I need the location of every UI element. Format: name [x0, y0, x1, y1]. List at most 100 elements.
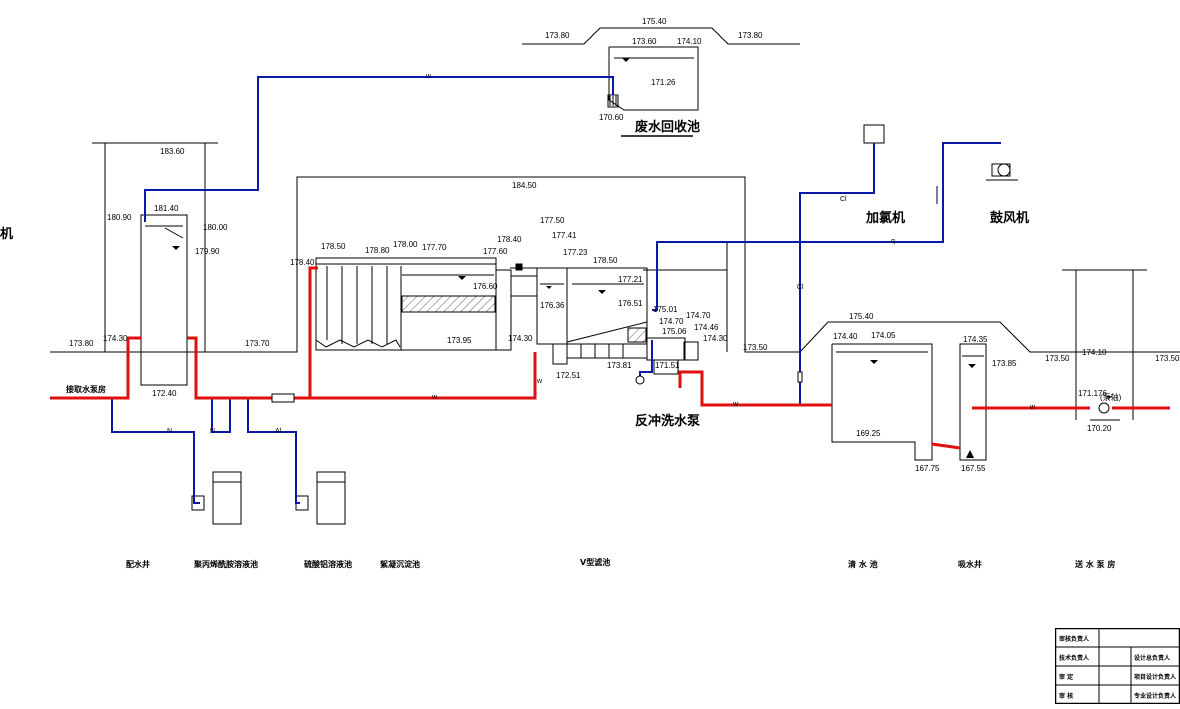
elev-label: 178.40	[497, 235, 522, 244]
chlorinator-label: 加氯机	[866, 211, 906, 226]
caption-clear-water: 清 水 池	[848, 560, 878, 569]
elev-label: 178.50	[321, 242, 346, 251]
left-cut-label: 机	[0, 227, 14, 242]
elev-label: 177.60	[483, 247, 508, 256]
elev-label: 173.95	[447, 336, 472, 345]
elev-label: 172.51	[556, 371, 581, 380]
elev-label: 172.40	[152, 389, 177, 398]
elev-label: 178.80	[365, 246, 390, 255]
elev-label: 167.75	[915, 464, 940, 473]
caption-alum-tank: 硫酸铝溶液池	[304, 560, 352, 569]
elev-label: 178.50	[593, 256, 618, 265]
title-cell: 审核负责人	[1059, 636, 1090, 643]
elev-label: 173.70	[245, 339, 270, 348]
elev-label: 178.40	[290, 258, 315, 267]
elev-label: 173.80	[69, 339, 94, 348]
elev-label: 177.70	[422, 243, 447, 252]
v-filter	[536, 241, 728, 375]
flow-mark: N	[167, 428, 173, 435]
title-block: 审核负责人 技术负责人 设计总负责人 审 定 项目设计负责人 审 核 专业设计负…	[1055, 628, 1180, 704]
title-cell: 专业设计负责人	[1134, 693, 1177, 700]
settling-tank	[315, 257, 545, 351]
flow-mark: N	[210, 428, 216, 435]
red-pipeline	[50, 266, 1170, 450]
title-cell: 项目设计负责人	[1134, 674, 1177, 681]
elev-label: 177.50	[540, 216, 565, 225]
elev-label: 171.51	[655, 361, 680, 370]
elev-label: 170.20	[1087, 424, 1112, 433]
elev-label: 174.35	[963, 335, 988, 344]
elev-label: 180.00	[203, 223, 228, 232]
waste-pool-label: 废水回收池	[635, 120, 701, 135]
elev-label: 177.41	[552, 231, 577, 240]
title-cell: 审 定	[1059, 674, 1074, 681]
pump-axis-note: (泵轴)	[1100, 393, 1122, 402]
elev-label: 173.80	[738, 31, 763, 40]
elev-label: 174.30	[508, 334, 533, 343]
elev-label: 173.85	[992, 359, 1017, 368]
elev-label: 167.55	[961, 464, 986, 473]
elev-label: 169.25	[856, 429, 881, 438]
elev-label: 174.70	[659, 317, 684, 326]
blue-pipelines	[111, 76, 1001, 504]
caption-delivery-pump: 送 水 泵 房	[1075, 560, 1116, 569]
elev-label: 176.36	[540, 301, 565, 310]
backwash-pump-label: 反冲洗水泵	[635, 414, 701, 429]
title-cell: 设计总负责人	[1134, 655, 1171, 662]
elev-label: 174.70	[686, 311, 711, 320]
elev-label: 171.176	[1078, 389, 1107, 398]
flow-mark: q	[891, 238, 895, 245]
elev-label: 177.21	[618, 275, 643, 284]
flow-mark: w	[733, 401, 739, 408]
caption-pac-tank: 聚丙烯酰胺溶液池	[194, 560, 258, 569]
water-level-marks	[172, 58, 1112, 458]
elev-label: 174.46	[694, 323, 719, 332]
elev-label: 173.50	[1045, 354, 1070, 363]
flow-mark: w	[432, 394, 438, 401]
valve-icon	[797, 371, 803, 383]
caption-suction-well: 吸水井	[958, 560, 982, 569]
clear-water-pool	[831, 343, 987, 461]
elev-label: 171.26	[651, 78, 676, 87]
flow-mark: Al	[275, 428, 282, 435]
elev-label: 179.90	[195, 247, 220, 256]
elev-label: 178.00	[393, 240, 418, 249]
elev-label: 180.90	[107, 213, 132, 222]
distribution-well	[104, 143, 206, 386]
delivery-pump-house	[1075, 270, 1134, 421]
backwash-pump-icon	[635, 375, 645, 385]
elev-label: 177.23	[563, 248, 588, 257]
blower-label: 鼓风机	[990, 211, 1030, 226]
elev-label: 173.60	[632, 37, 657, 46]
caption-distribution-well: 配水井	[126, 560, 150, 569]
flow-meter	[271, 393, 295, 403]
elev-label: 175.40	[849, 312, 874, 321]
flow-mark: w	[426, 73, 432, 80]
elev-label: 174.30	[103, 334, 128, 343]
elev-label: 175.40	[642, 17, 667, 26]
elev-label: 181.40	[154, 204, 179, 213]
pump-icon	[1098, 402, 1110, 414]
flow-mark: w	[1030, 404, 1036, 411]
elev-label: 175.01	[653, 305, 678, 314]
title-cell: 技术负责人	[1059, 655, 1090, 662]
elev-label: 174.40	[833, 332, 858, 341]
elev-label: 176.51	[618, 299, 643, 308]
elev-label: 173.50	[743, 343, 768, 352]
elev-label: 175.06	[662, 327, 687, 336]
elev-label: 173.81	[607, 361, 632, 370]
dosing-tanks	[191, 471, 346, 525]
caption-v-filter: V型滤池	[580, 558, 611, 567]
intake-pump-house-label: 接取水泵房	[66, 385, 106, 394]
title-cell: 审 核	[1059, 693, 1074, 700]
flow-mark: w	[537, 378, 543, 385]
elev-label: 173.50	[1155, 354, 1180, 363]
flow-mark: Cl	[797, 284, 804, 291]
elev-label: 174.30	[703, 334, 728, 343]
elev-label: 173.80	[545, 31, 570, 40]
elev-label: 184.50	[512, 181, 537, 190]
equipment	[863, 124, 1018, 204]
elev-label: 183.60	[160, 147, 185, 156]
